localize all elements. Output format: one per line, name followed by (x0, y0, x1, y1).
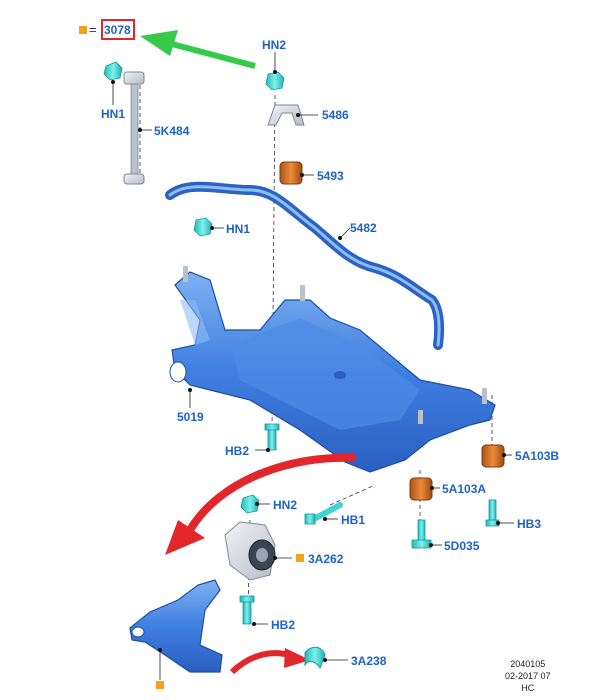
leader-lines (112, 52, 514, 680)
bushing-5493 (279, 161, 303, 185)
callout-hn1-top: HN1 (101, 107, 126, 121)
bolt-hb2-mid (264, 423, 280, 451)
nut-hn2-low (240, 494, 260, 514)
clip-3a238 (304, 646, 326, 670)
callout-square-lower-arm (156, 681, 164, 689)
stabilizer-link (123, 71, 145, 185)
drawing-code: HC (521, 683, 535, 693)
green-pointer-arrow (140, 30, 256, 69)
callout-hb2-low: HB2 (271, 618, 296, 632)
callout-hn2-top: HN2 (262, 38, 287, 52)
callout-3a262: 3A262 (308, 552, 344, 566)
callout-3a238: 3A238 (351, 654, 387, 668)
callout-5482: 5482 (350, 221, 377, 235)
callout-hb3: HB3 (517, 517, 542, 531)
leader-dots (111, 70, 506, 662)
nut-hn1-top (103, 61, 123, 81)
red-curved-arrow-upper (165, 453, 356, 555)
bolt-hb1 (304, 502, 343, 525)
bracket-5486 (267, 104, 305, 126)
callout-5d035: 5D035 (444, 539, 480, 553)
bracket-3a262 (224, 521, 276, 581)
key-code-box (101, 19, 135, 40)
callout-square-key (79, 26, 87, 34)
bolt-5d035 (411, 519, 432, 549)
subframe (169, 266, 496, 473)
lower-control-arm (129, 579, 223, 673)
callout-hn1-mid: HN1 (226, 222, 251, 236)
drawing-metadata: 2040105 02-2017 07 HC (505, 658, 551, 694)
callout-5a103a: 5A103A (442, 482, 487, 496)
bolt-hb2-low (239, 595, 255, 625)
callout-hb2-mid: HB2 (225, 444, 250, 458)
callout-square-3a262 (296, 554, 304, 562)
callout-5493: 5493 (317, 169, 344, 183)
callout-hn2-low: HN2 (273, 498, 298, 512)
callout-5a103b: 5A103B (515, 449, 560, 463)
key-code: 3078 (104, 23, 131, 37)
callout-5019: 5019 (177, 410, 204, 424)
bushing-5a103b (481, 444, 505, 468)
callout-5486: 5486 (322, 108, 349, 122)
drawing-ref: 2040105 (510, 659, 546, 669)
nut-hn1-mid (193, 217, 213, 237)
key-equals-sign: = (89, 22, 97, 37)
callout-5k484: 5K484 (154, 124, 190, 138)
bushing-5a103a (409, 477, 433, 501)
callout-hb1: HB1 (341, 513, 366, 527)
red-curved-arrow-lower (229, 648, 310, 675)
nut-hn2-top (265, 71, 285, 91)
drawing-date: 02-2017 07 (505, 671, 551, 681)
